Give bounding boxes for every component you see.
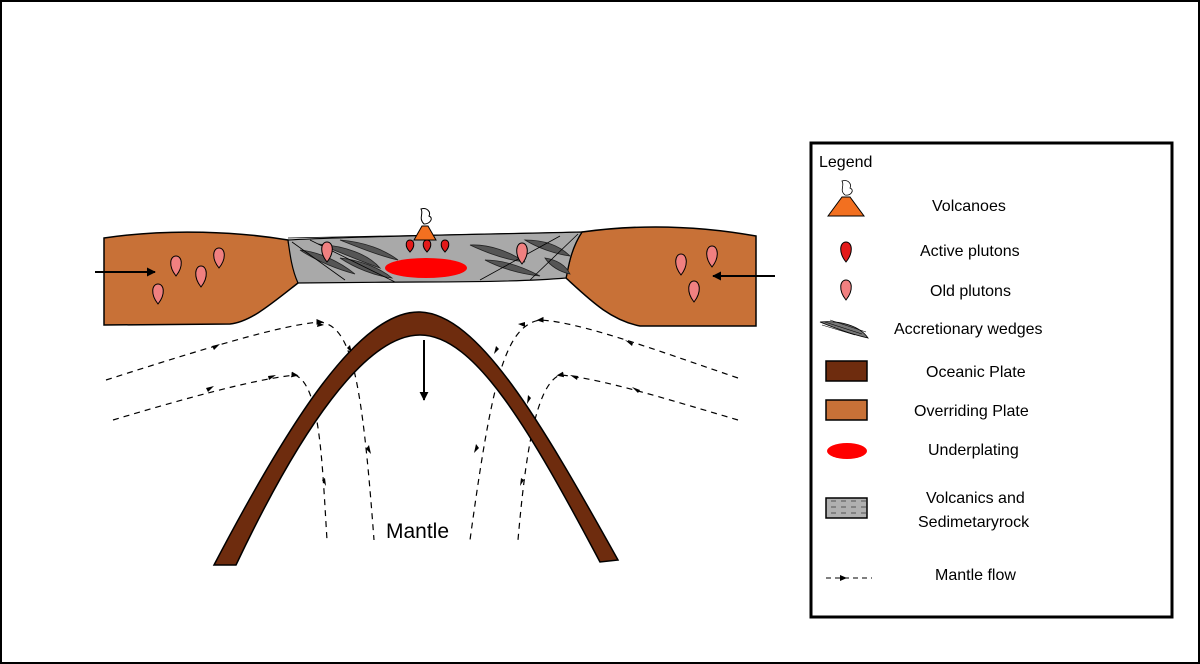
underplating bbox=[385, 258, 467, 278]
legend-label-old-plutons: Old plutons bbox=[930, 283, 1011, 300]
old-pluton bbox=[152, 283, 164, 305]
underplating-swatch bbox=[827, 443, 867, 459]
mantle-flow-lines bbox=[105, 316, 739, 541]
mantle-flow-line bbox=[105, 319, 375, 541]
oceanic-plate bbox=[212, 311, 620, 566]
active-pluton-icon bbox=[840, 241, 852, 263]
legend-label-volcanics-line2: Sedimetaryrock bbox=[918, 514, 1030, 531]
old-plutons bbox=[152, 241, 718, 305]
legend-label-underplating: Underplating bbox=[928, 442, 1019, 459]
accretionary-wedge-icon bbox=[819, 319, 869, 339]
old-pluton bbox=[321, 241, 333, 263]
legend-label-overriding-plate: Overriding Plate bbox=[914, 403, 1029, 420]
legend-label-oceanic-plate: Oceanic Plate bbox=[926, 364, 1026, 381]
active-plutons bbox=[405, 239, 450, 253]
old-pluton-icon bbox=[840, 279, 852, 301]
active-pluton bbox=[440, 239, 450, 253]
mantle-flow-line bbox=[112, 371, 328, 541]
volcano-icon bbox=[827, 180, 865, 217]
legend-label-volcanics-line1: Volcanics and bbox=[926, 490, 1025, 507]
active-pluton bbox=[405, 239, 415, 253]
diagram-area: Mantle bbox=[95, 208, 775, 566]
old-pluton bbox=[170, 255, 182, 277]
oceanic-plate-swatch bbox=[825, 360, 868, 382]
mantle-flow-icon bbox=[826, 575, 872, 581]
mantle-label: Mantle bbox=[386, 520, 449, 543]
old-pluton bbox=[706, 245, 718, 268]
old-pluton bbox=[213, 247, 225, 269]
legend-label-accretionary-wedges: Accretionary wedges bbox=[894, 321, 1043, 338]
volcanics-sediment-swatch bbox=[825, 497, 868, 519]
overriding-plate-swatch bbox=[825, 399, 868, 421]
legend-label-active-plutons: Active plutons bbox=[920, 243, 1020, 260]
legend: Legend Volcanoes Active plutons Old plut… bbox=[809, 141, 1174, 619]
old-pluton bbox=[516, 242, 528, 265]
old-pluton bbox=[688, 280, 700, 303]
legend-title: Legend bbox=[819, 154, 872, 171]
legend-box bbox=[809, 141, 1174, 619]
old-pluton bbox=[195, 265, 207, 288]
legend-label-mantle-flow: Mantle flow bbox=[935, 567, 1016, 584]
active-pluton bbox=[422, 239, 432, 253]
legend-label-volcanoes: Volcanoes bbox=[932, 198, 1006, 215]
old-pluton bbox=[675, 253, 687, 276]
mantle-flow-line bbox=[517, 371, 739, 541]
